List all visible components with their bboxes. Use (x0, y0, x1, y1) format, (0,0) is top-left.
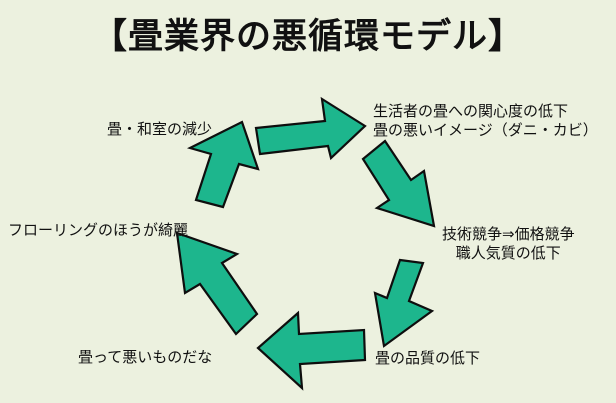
label-bad-impression: 畳って悪いものだな (78, 348, 213, 366)
label-quality-decline: 畳の品質の低下 (375, 349, 481, 367)
arrow-lower-left (175, 231, 259, 336)
arrow-lower-right (373, 258, 435, 348)
label-price-competition: 技術競争⇒価格競争 職人気質の低下 (442, 225, 575, 262)
label-tatami-room-decrease: 畳・和室の減少 (107, 120, 213, 138)
arrow-upper-left (186, 120, 260, 209)
diagram-title: 【畳業界の悪循環モデル】 (91, 17, 524, 57)
label-consumer-interest: 生活者の畳への関心度の低下 畳の悪いイメージ（ダニ・カビ） (373, 102, 598, 139)
arrow-top (254, 96, 367, 161)
arrow-bottom (256, 310, 367, 391)
label-flooring-preferred: フローリングのほうが綺麗 (8, 221, 189, 239)
arrow-upper-right (361, 139, 436, 228)
